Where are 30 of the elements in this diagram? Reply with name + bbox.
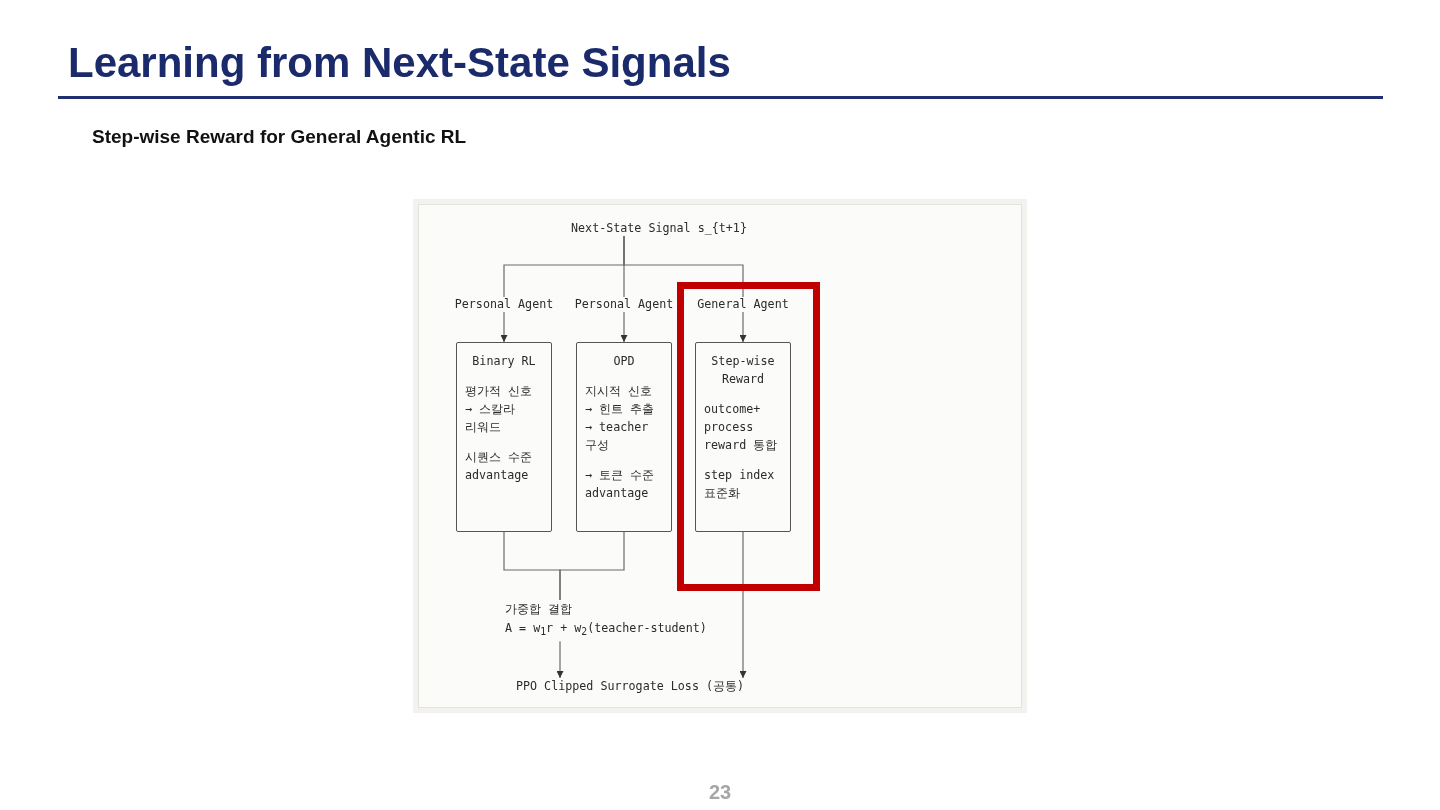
loss-label: PPO Clipped Surrogate Loss (공통) <box>509 678 751 694</box>
method-box <box>456 342 552 532</box>
arrow <box>556 640 564 679</box>
slide-title: Learning from Next-State Signals <box>68 42 731 84</box>
combine-label: 가중합 결합 <box>505 601 574 618</box>
arrow <box>500 311 508 343</box>
subtitle: Step-wise Reward for General Agentic RL <box>92 126 467 148</box>
method-box <box>695 342 791 532</box>
method-description: outcome+ process reward 통합 <box>704 401 779 454</box>
agent-label: General Agent <box>697 297 789 312</box>
connector-line <box>559 531 625 601</box>
arrow <box>739 531 747 679</box>
arrow <box>620 311 628 343</box>
highlight-frame <box>677 282 820 591</box>
advantage-formula: A = w$_{1}$r + w$_{2}$(teacher-student) <box>505 620 707 640</box>
agent-label: Personal Agent <box>454 297 554 312</box>
signal-label: Next-State Signal s_{t+1} <box>571 221 747 236</box>
method-description: → 토큰 수준 advantage <box>585 467 656 502</box>
method-description: step index 표준화 <box>704 467 776 502</box>
method-description: 지시적 신호 → 힌트 추출 → teacher 구성 <box>585 383 656 454</box>
page-number: 23 <box>708 781 732 803</box>
method-title: Step-wise Reward <box>710 353 776 388</box>
method-description: 시퀀스 수준 advantage <box>465 449 534 484</box>
method-description: 평가적 신호 → 스칼라 리워드 <box>465 383 534 436</box>
method-title: Binary RL <box>471 353 537 370</box>
connector-line <box>623 235 744 298</box>
agent-label: Personal Agent <box>574 297 674 312</box>
method-box <box>576 342 672 532</box>
arrow <box>739 311 747 343</box>
method-title: OPD <box>612 353 636 370</box>
